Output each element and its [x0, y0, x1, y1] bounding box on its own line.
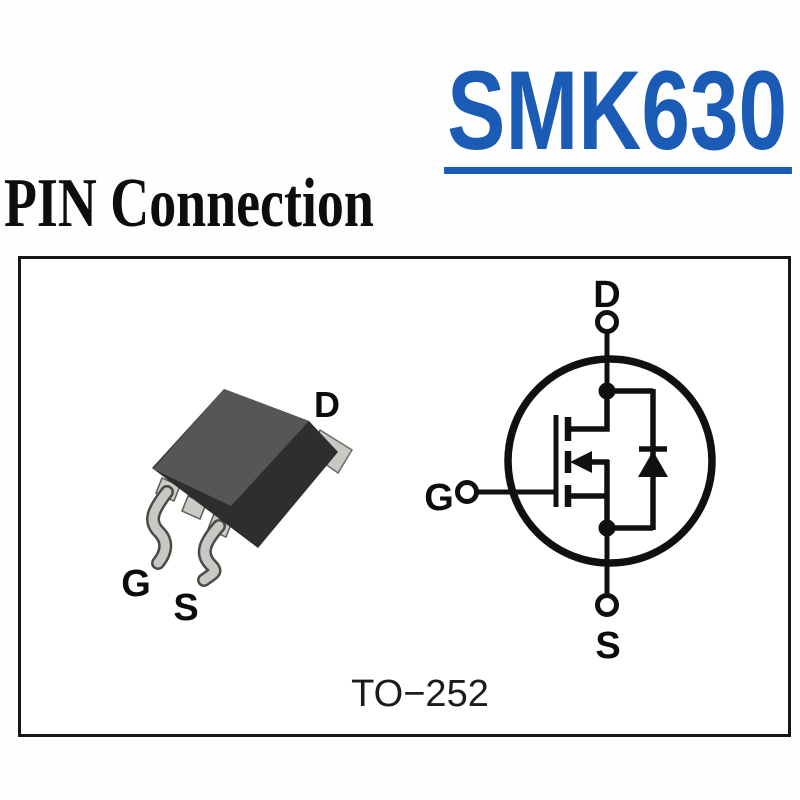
package-source-label: S [173, 587, 198, 629]
package-illustration: D G S [121, 384, 354, 629]
part-number-title: SMK630 [444, 55, 792, 174]
body-arrow-head [570, 451, 592, 473]
mosfet-symbol: D G S [424, 274, 716, 667]
diode-triangle [638, 451, 668, 477]
package-top-face [153, 389, 309, 506]
gate-lead [146, 485, 174, 570]
source-lead [197, 519, 226, 587]
drain-terminal [595, 310, 619, 334]
symbol-gate-label: G [424, 477, 454, 519]
package-gate-label: G [121, 563, 151, 605]
symbol-source-label: S [595, 625, 620, 667]
drain-channel-connection [566, 391, 610, 432]
package-type-caption: TO−252 [351, 673, 489, 715]
symbol-body-circle [504, 355, 716, 567]
package-drain-label: D [314, 384, 340, 425]
section-heading: PIN Connection [4, 165, 374, 242]
symbol-drain-label: D [593, 274, 620, 316]
source-terminal [595, 593, 619, 617]
gate-terminal [455, 480, 479, 504]
pin-connection-box [18, 256, 791, 737]
